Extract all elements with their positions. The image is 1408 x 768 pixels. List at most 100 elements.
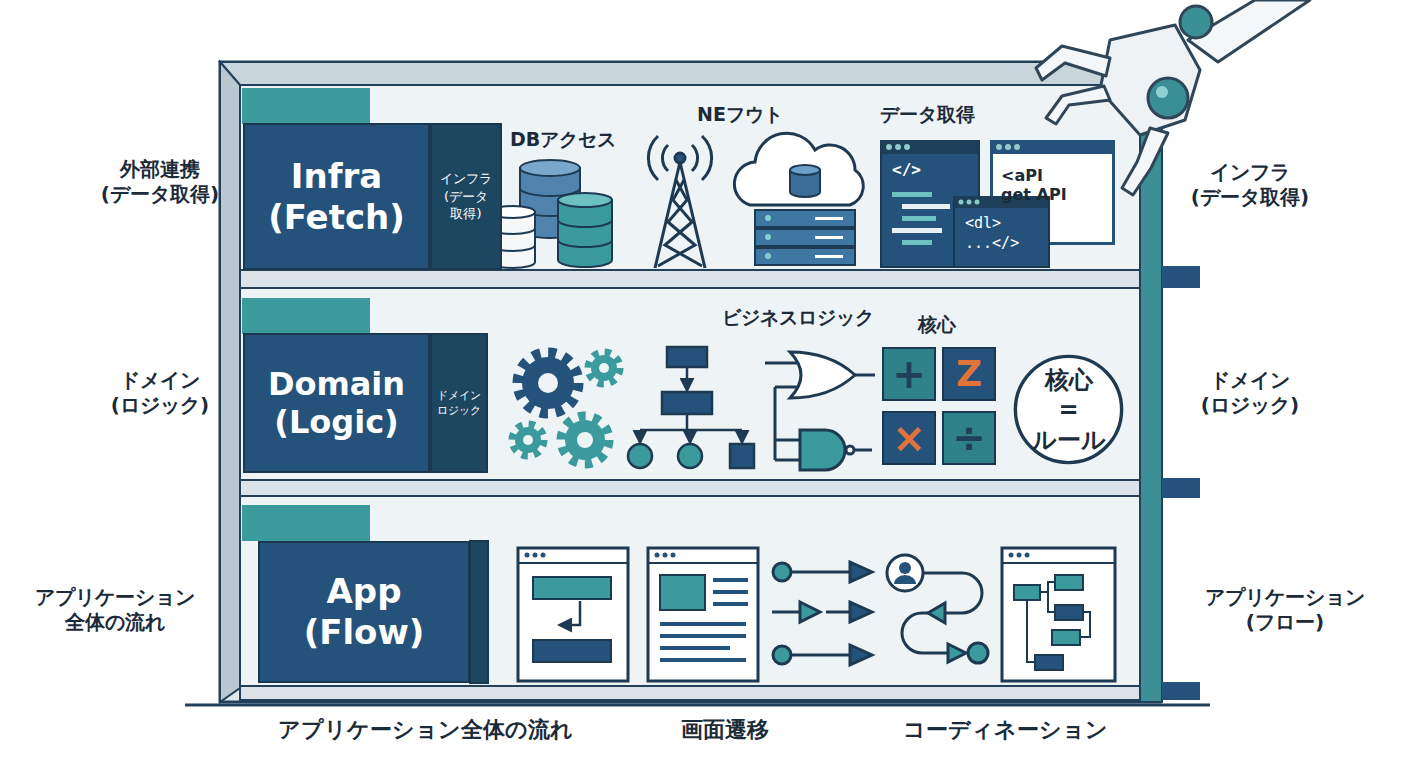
antenna-tower	[662, 145, 668, 171]
flow-arrows	[772, 562, 872, 665]
screen-window	[660, 575, 705, 610]
user-flow	[928, 603, 945, 623]
window-dots	[525, 553, 530, 558]
logic-gate-symbol	[775, 439, 800, 442]
shelf-frame	[240, 686, 1140, 700]
flowchart-symbol	[730, 444, 754, 468]
shelf-frame	[242, 88, 370, 124]
node-text: +	[892, 354, 926, 394]
robot-hand	[1180, 6, 1212, 38]
robot-hand	[1046, 86, 1110, 124]
tree-diagram	[1027, 600, 1035, 662]
gear-symbol	[577, 432, 593, 448]
screen-window	[518, 548, 1115, 681]
cloud-server	[765, 215, 771, 221]
layer-box: Infra (Fetch)	[243, 123, 430, 270]
database-symbol	[520, 160, 580, 176]
window-dots	[1014, 144, 1020, 150]
gear-symbol	[523, 435, 533, 445]
text-lines	[713, 578, 748, 582]
logic-gate-symbol	[854, 449, 872, 452]
database-symbol	[558, 220, 612, 247]
annotation-label: DBアクセス	[510, 128, 616, 152]
layer-box: App (Flow)	[258, 541, 470, 683]
text-lines	[660, 646, 730, 650]
tree-diagram	[1052, 630, 1080, 645]
flow-arrows	[772, 611, 800, 614]
shelf-frame	[240, 270, 1140, 288]
code-lines	[902, 216, 936, 221]
user-flow	[894, 575, 916, 584]
shelf-frame	[240, 480, 1140, 496]
antenna-tower	[692, 145, 698, 171]
flow-arrows	[826, 611, 850, 614]
gear-symbol	[515, 427, 541, 453]
shelf-frame	[220, 62, 1160, 85]
flow-arrows	[773, 646, 791, 664]
flowchart-symbol	[667, 347, 707, 367]
node-text: ドメイン ロジック	[437, 388, 481, 419]
logic-gate-symbol	[765, 352, 875, 470]
cloud-server	[755, 248, 855, 265]
database-symbol	[558, 200, 612, 267]
layer-tab: ドメイン ロジック	[430, 333, 488, 473]
annotation-label: 核心	[918, 313, 956, 337]
annotation-label: 画面遷移	[681, 716, 769, 744]
node-text: Z	[956, 356, 982, 392]
annotation-label: インフラ (データ取得)	[1191, 160, 1309, 210]
shelf-frame	[1162, 682, 1200, 700]
flowchart-symbol	[741, 430, 744, 442]
code-lines	[902, 204, 950, 209]
cloud-server	[734, 133, 863, 205]
text-lines	[713, 602, 748, 606]
cloud-server	[755, 229, 855, 246]
shelf-frame	[470, 541, 488, 683]
flowchart-symbol	[628, 444, 652, 468]
node-text: <aPI get API	[1001, 166, 1071, 204]
flow-arrows	[850, 602, 872, 622]
flowchart-symbol	[662, 392, 712, 414]
antenna-tower	[648, 136, 658, 180]
flow-arrows	[773, 563, 791, 581]
flow-arrows	[850, 562, 872, 582]
logic-gate-symbol	[790, 352, 855, 398]
annotation-label: ドメイン (ロジック)	[111, 368, 209, 418]
logic-gate-symbol	[765, 362, 798, 365]
robot-hand	[1122, 128, 1168, 195]
window-dots	[886, 144, 1020, 205]
annotation-label: ドメイン (ロジック)	[1201, 368, 1299, 418]
node-text: 核心 = ルール	[1032, 365, 1106, 455]
shelf-frame	[240, 85, 1140, 688]
antenna-tower	[702, 136, 712, 180]
text-lines	[660, 578, 748, 662]
cloud-server	[734, 133, 863, 265]
window-dots	[975, 200, 980, 205]
user-flow	[948, 644, 966, 662]
user-flow	[968, 643, 988, 663]
gear-symbol	[538, 373, 558, 393]
screen-window	[648, 548, 758, 681]
cloud-server	[815, 236, 843, 239]
code-lines	[892, 192, 932, 197]
node-text: Infra (Fetch)	[268, 156, 405, 238]
gear-symbol	[522, 357, 574, 409]
user-flow	[887, 555, 988, 663]
logic-gate-symbol	[855, 374, 875, 377]
annotation-label: アプリケーション 全体の流れ	[35, 585, 195, 635]
screen-window	[560, 601, 580, 625]
node-text: インフラ (データ取得)	[438, 170, 494, 223]
user-flow	[899, 562, 911, 574]
tree-diagram	[1055, 575, 1083, 590]
flow-arrows	[800, 602, 820, 622]
cloud-server	[765, 253, 771, 259]
layer-box: Domain (Logic)	[243, 333, 430, 473]
gear-symbol	[512, 424, 544, 456]
window-dots	[655, 553, 660, 558]
code-lines	[892, 228, 942, 233]
annotation-label: データ取得	[880, 103, 975, 127]
window-dots	[541, 553, 546, 558]
robot-hand	[1100, 25, 1200, 135]
flowchart-symbol	[686, 367, 689, 390]
screen-window	[1002, 548, 1115, 681]
database-symbol	[491, 160, 612, 268]
